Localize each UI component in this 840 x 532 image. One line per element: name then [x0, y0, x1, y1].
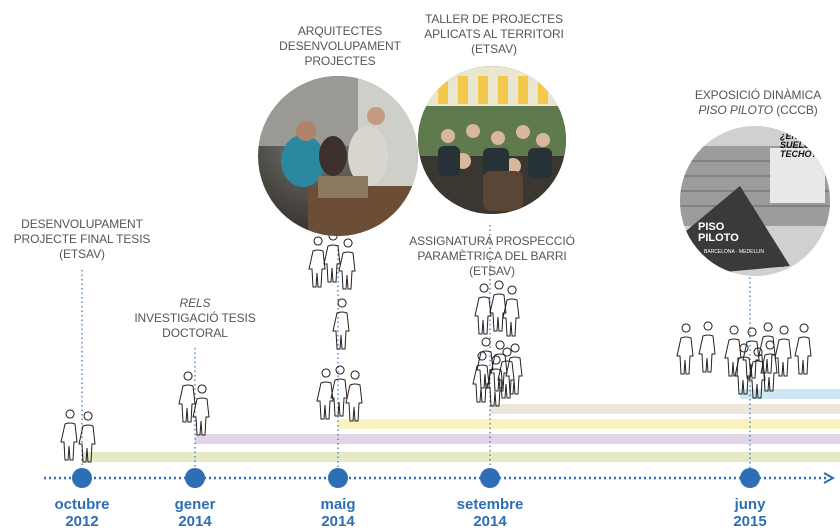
- label-setembre-2014-assignatura: ASSIGNATURA PROSPECCIÓ PARAMÈTRICA DEL B…: [409, 234, 575, 278]
- milestone-dot-octubre-2012: [72, 468, 92, 488]
- person-figure-icon: [724, 325, 742, 377]
- person-figure-icon: [308, 236, 326, 288]
- band-blue: [740, 389, 840, 399]
- person-figure-icon: [760, 340, 778, 392]
- person-figure-icon: [486, 355, 504, 407]
- milestone-dot-juny-2015: [740, 468, 760, 488]
- person-figure-icon: [323, 231, 341, 283]
- poster-subtitle: BARCELONA · MEDELLIN: [704, 249, 765, 255]
- person-figure-icon: [316, 368, 334, 420]
- person-figure-icon: [676, 323, 694, 375]
- person-figure-icon: [489, 280, 507, 332]
- poster-wall-text: ¿EN SUELO TECHO?: [780, 131, 817, 159]
- person-figure-icon: [178, 371, 196, 423]
- band-purple: [195, 434, 840, 444]
- dotted-guides: [81, 225, 751, 475]
- workshop-photo: [258, 76, 418, 236]
- person-figure-icon: [505, 343, 523, 395]
- milestone-dot-maig-2014: [328, 468, 348, 488]
- person-figure-icon: [774, 325, 792, 377]
- label-juny-2015: EXPOSICIÓ DINÀMICA PISO PILOTO (CCCB): [694, 88, 822, 117]
- label-octubre-2012: DESENVOLUPAMENT PROJECTE FINAL TESIS (ET…: [13, 217, 151, 261]
- person-figure-icon: [497, 347, 515, 399]
- label-setembre-2014-taller: TALLER DE PROJECTES APLICATS AL TERRITOR…: [424, 12, 564, 56]
- person-figure-icon: [734, 343, 752, 395]
- label-maig-2014: ARQUITECTES DESENVOLUPAMENT PROJECTES: [279, 24, 401, 68]
- label-gener-2014: RELS INVESTIGACIÓ TESIS DOCTORAL: [134, 296, 256, 340]
- poster-title: PISO PILOTO: [698, 221, 739, 244]
- person-figure-icon: [476, 337, 494, 389]
- person-figure-icon: [472, 351, 490, 403]
- person-figure-icon: [345, 370, 363, 422]
- person-figure-icon: [192, 384, 210, 436]
- person-figure-icon: [332, 298, 350, 350]
- person-figure-icon: [338, 238, 356, 290]
- person-figure-icon: [502, 285, 520, 337]
- axis-arrow-icon: [823, 472, 836, 484]
- milestone-dots: [72, 468, 760, 488]
- band-yellow: [338, 419, 840, 429]
- piso-piloto-poster: ¿EN SUELO TECHO? PISO PILOTO BARCELONA ·…: [680, 126, 830, 276]
- person-figure-icon: [78, 411, 96, 463]
- milestone-dot-gener-2014: [185, 468, 205, 488]
- people-figures: [60, 231, 812, 463]
- person-figure-icon: [698, 321, 716, 373]
- band-beige: [490, 404, 840, 414]
- taller-photo: [418, 66, 566, 214]
- milestone-dot-setembre-2014: [480, 468, 500, 488]
- person-figure-icon: [60, 409, 78, 461]
- person-figure-icon: [794, 323, 812, 375]
- band-green: [82, 452, 840, 462]
- person-figure-icon: [474, 283, 492, 335]
- poster-footer: CCCB: [770, 263, 785, 269]
- person-figure-icon: [330, 365, 348, 417]
